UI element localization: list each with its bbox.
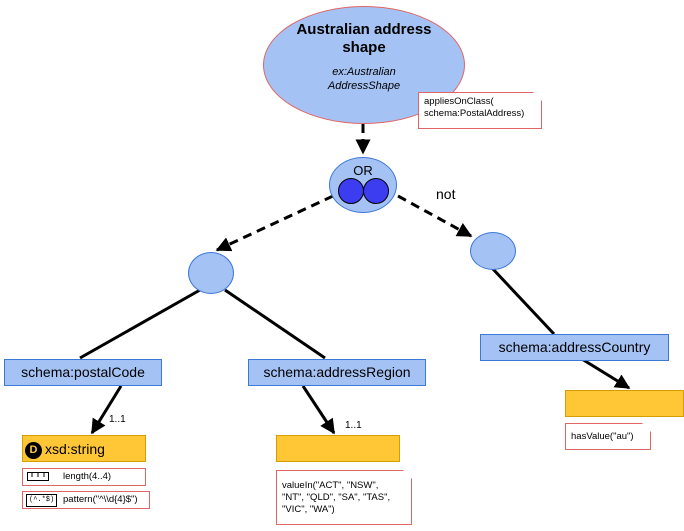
shape-title: Australian address shape (296, 21, 432, 56)
region-values-line3: "VIC", "WA") (282, 504, 335, 515)
target-note-line1: appliesOnClass( (424, 96, 494, 107)
or-left-circle-icon (338, 178, 364, 204)
address-region-cardinality: 1..1 (345, 420, 362, 431)
region-values-note: valueIn("ACT", "NSW", "NT", "QLD", "SA",… (276, 470, 412, 525)
or-label: OR (353, 163, 373, 178)
left-branch-node[interactable] (188, 252, 234, 294)
postal-code-cardinality: 1..1 (109, 414, 126, 425)
shape-id: ex:Australian AddressShape (327, 66, 401, 92)
or-to-left-node-arrow (215, 194, 334, 252)
not-node-to-country-line (490, 266, 556, 336)
country-to-range-arrow (576, 354, 631, 390)
target-class-note: appliesOnClass( schema:PostalAddress) (418, 92, 542, 129)
address-region-range[interactable] (276, 435, 400, 462)
datatype-d-icon: D (25, 441, 42, 459)
region-values-line2: "NT", "QLD", "SA", "TAS", (282, 492, 391, 503)
ruler-icon (27, 472, 49, 481)
postal-code-property[interactable]: schema:postalCode (4, 359, 162, 386)
left-node-to-region-line (224, 288, 326, 360)
target-note-line2: schema:PostalAddress) (424, 108, 525, 119)
address-country-property[interactable]: schema:addressCountry (480, 334, 669, 361)
left-node-to-postalcode-line (79, 288, 201, 360)
regex-icon: (^.*$) (26, 494, 58, 507)
address-region-property[interactable]: schema:addressRegion (248, 359, 426, 386)
country-value-label: hasValue("au") (571, 431, 634, 442)
not-label: not (436, 186, 456, 202)
length-facet-label: length(4..4) (63, 471, 112, 482)
region-values-line1: valueIn("ACT", "NSW", (282, 480, 379, 491)
not-branch-node[interactable] (470, 232, 516, 270)
or-node[interactable]: OR (329, 157, 397, 213)
or-to-not-node-arrow (397, 194, 473, 238)
country-value-note: hasValue("au") (565, 423, 651, 450)
address-country-range[interactable] (565, 390, 684, 417)
region-to-range-arrow (301, 385, 336, 435)
pattern-facet: (^.*$) pattern("^\\d{4}$") (22, 491, 150, 509)
datatype-label: xsd:string (45, 441, 105, 457)
length-facet: length(4..4) (22, 468, 146, 486)
postalcode-to-datatype-arrow (90, 385, 123, 435)
or-right-circle-icon (363, 178, 389, 204)
pattern-facet-label: pattern("^\\d{4}$") (63, 494, 138, 505)
